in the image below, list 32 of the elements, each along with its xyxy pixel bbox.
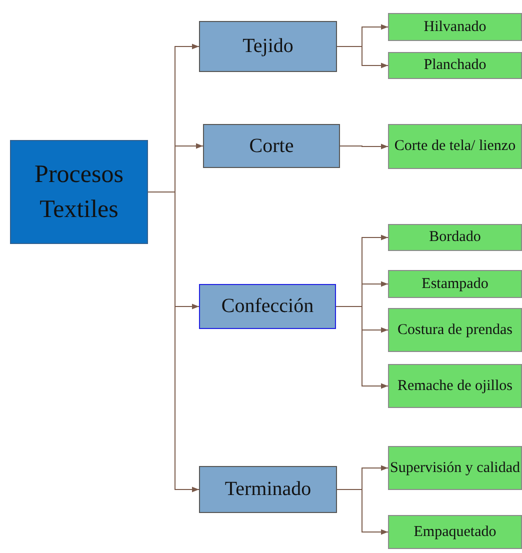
connector-arrow bbox=[336, 306, 388, 389]
subprocess-box bbox=[388, 446, 522, 490]
process-box bbox=[199, 466, 337, 513]
subprocess-box bbox=[388, 52, 522, 79]
process-box bbox=[199, 284, 336, 329]
node-label: Procesos Textiles bbox=[34, 160, 124, 225]
root-box bbox=[10, 140, 148, 244]
subprocess-box bbox=[388, 515, 522, 549]
subprocess-box bbox=[388, 270, 522, 298]
node-label: Corte bbox=[249, 134, 294, 158]
node-label: Remache de ojillos bbox=[398, 376, 512, 396]
subprocess-box bbox=[388, 308, 522, 352]
node-label: Estampado bbox=[422, 274, 488, 294]
node-label: Terminado bbox=[224, 477, 312, 502]
subprocess-box bbox=[388, 124, 522, 169]
node-label: Bordado bbox=[429, 228, 481, 247]
node-label: Planchado bbox=[424, 56, 486, 75]
node-label: Hilvanado bbox=[424, 18, 486, 36]
connector-arrow bbox=[336, 489, 388, 535]
process-box bbox=[203, 124, 340, 168]
subprocess-box bbox=[388, 13, 522, 41]
node-label: Costura de prendas bbox=[398, 320, 512, 340]
node-label: Tejido bbox=[242, 34, 294, 59]
subprocess-box bbox=[388, 224, 522, 251]
node-label: Empaquetado bbox=[414, 522, 496, 542]
node-label: Supervisión y calidad bbox=[390, 458, 520, 478]
connector-arrow bbox=[340, 144, 388, 150]
process-box bbox=[199, 21, 337, 72]
subprocess-box bbox=[388, 364, 522, 408]
connector-arrow bbox=[336, 46, 388, 68]
node-label: Corte de tela/ lienzo bbox=[394, 137, 516, 156]
node-label: Confección bbox=[221, 294, 314, 319]
